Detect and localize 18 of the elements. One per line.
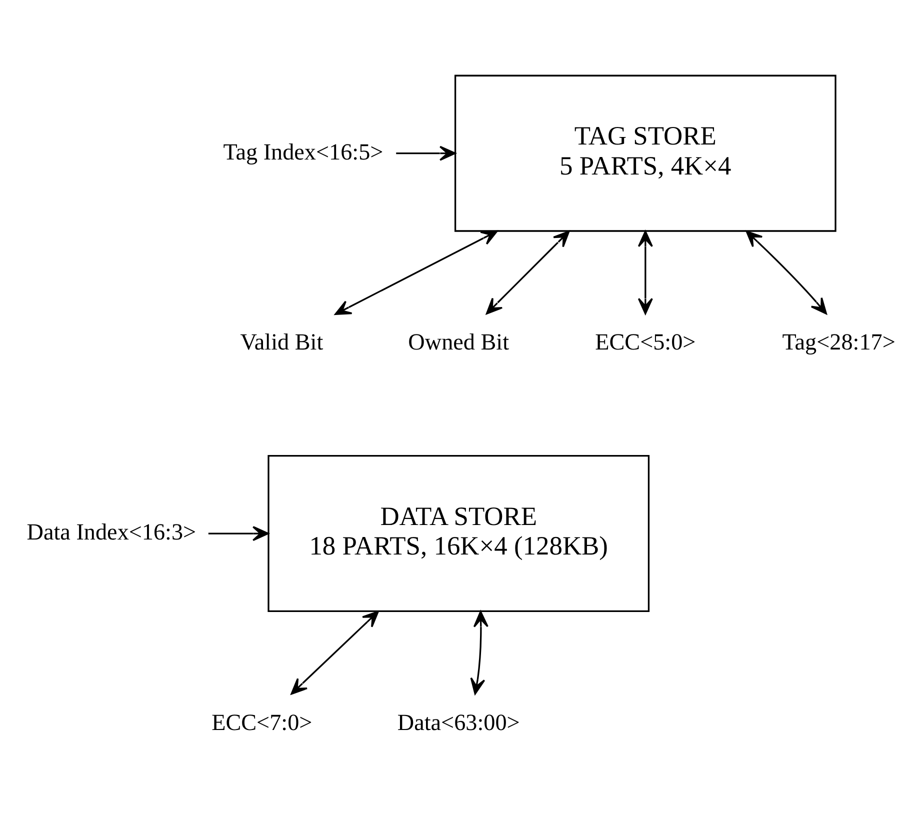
node-box: TAG STORE 5 PARTS, 4K×4 (454, 74, 836, 232)
node-text: Data Index<16:3> (26, 519, 196, 546)
arrow (290, 610, 379, 694)
arrow (638, 230, 653, 314)
node-text: Valid Bit (240, 329, 324, 356)
arrow (208, 526, 269, 541)
arrow (396, 145, 456, 160)
node-text: Tag<28:17> (782, 329, 896, 356)
node-box: DATA STORE 18 PARTS, 16K×4 (128KB) (268, 454, 650, 612)
node-text: Owned Bit (408, 329, 510, 356)
node-text: Data<63:00> (397, 709, 520, 736)
arrow (746, 230, 827, 314)
node-text: Tag Index<16:5> (223, 138, 384, 165)
node-text: ECC<5:0> (595, 329, 696, 356)
arrow (470, 610, 488, 694)
node-text: ECC<7:0> (212, 709, 312, 736)
arrow (334, 230, 498, 314)
arrow (486, 230, 570, 314)
